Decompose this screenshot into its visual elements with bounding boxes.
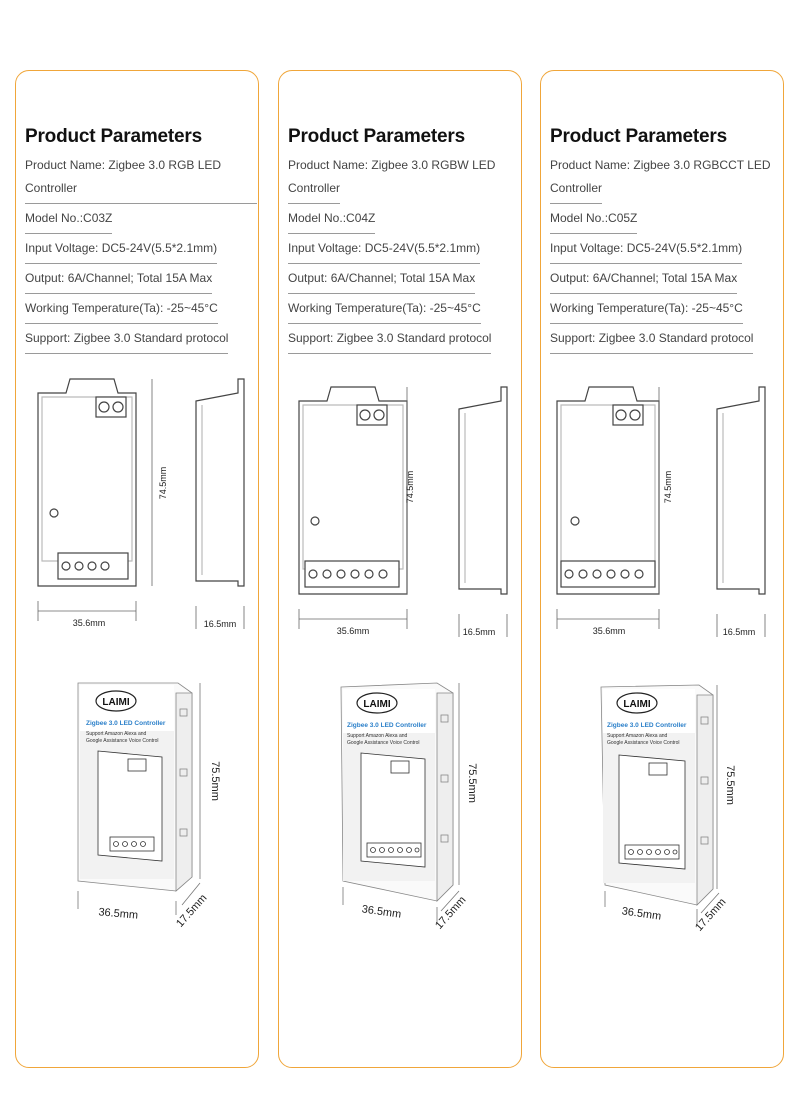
box-height-label: 75.5mm	[466, 763, 478, 803]
param-working-temperature: Working Temperature(Ta): -25~45°C	[288, 297, 481, 324]
param-output: Output: 6A/Channel; Total 15A Max	[25, 267, 213, 294]
param-product-name-cont: Controller	[550, 177, 603, 204]
param-model: Model No.:C03Z	[25, 207, 113, 234]
product-card-c05z: Product Parameters Product Name: Zigbee …	[540, 70, 784, 1068]
param-model: Model No.:C04Z	[288, 207, 376, 234]
box-width-label: 36.5mm	[98, 906, 139, 921]
box-depth-label: 17.5mm	[174, 892, 210, 930]
param-working-temperature: Working Temperature(Ta): -25~45°C	[25, 297, 218, 324]
dimension-drawing: 35.6mm 74.5mm 16.5mm	[556, 386, 766, 637]
param-product-name: Product Name: Zigbee 3.0 RGBCCT LED	[550, 158, 771, 172]
param-product-name: Product Name: Zigbee 3.0 RGB LED Control…	[25, 154, 257, 204]
width-label: 35.6mm	[593, 626, 626, 636]
side-view	[458, 386, 508, 595]
device-image	[97, 750, 163, 862]
side-view	[716, 386, 766, 595]
package-box: LAIMI Zigbee 3.0 LED Controller Support …	[77, 682, 221, 930]
box-line-1: Support Amazon Alexa and	[607, 733, 668, 739]
front-view	[298, 386, 408, 595]
card-title: Product Parameters	[288, 126, 465, 147]
device-image	[360, 752, 426, 868]
height-label: 74.5mm	[405, 471, 415, 504]
box-width-label: 36.5mm	[361, 903, 402, 920]
device-image	[618, 754, 686, 870]
box-height-label: 75.5mm	[724, 765, 736, 805]
width-label: 35.6mm	[337, 626, 370, 636]
card-title: Product Parameters	[550, 126, 727, 147]
box-line-2: Google Assistance Voice Control	[86, 738, 159, 744]
height-label: 74.5mm	[663, 471, 673, 504]
parameter-list: Product Name: Zigbee 3.0 RGBCCT LED Cont…	[550, 154, 782, 357]
param-output: Output: 6A/Channel; Total 15A Max	[550, 267, 738, 294]
package-box: LAIMI Zigbee 3.0 LED Controller Support …	[600, 684, 736, 934]
parameter-list: Product Name: Zigbee 3.0 RGB LED Control…	[25, 154, 257, 357]
package-box: LAIMI Zigbee 3.0 LED Controller Support …	[340, 682, 478, 932]
width-label: 35.6mm	[73, 618, 106, 628]
param-input-voltage: Input Voltage: DC5-24V(5.5*2.1mm)	[550, 237, 743, 264]
depth-label: 16.5mm	[463, 627, 496, 637]
box-line-2: Google Assistance Voice Control	[347, 740, 420, 746]
box-line-1: Support Amazon Alexa and	[347, 733, 408, 739]
box-heading: Zigbee 3.0 LED Controller	[607, 722, 687, 729]
depth-label: 16.5mm	[204, 619, 237, 629]
box-heading: Zigbee 3.0 LED Controller	[347, 722, 427, 729]
product-card-c03z: Product Parameters Product Name: Zigbee …	[15, 70, 259, 1068]
product-card-c04z: Product Parameters Product Name: Zigbee …	[278, 70, 522, 1068]
param-input-voltage: Input Voltage: DC5-24V(5.5*2.1mm)	[288, 237, 481, 264]
box-line-2: Google Assistance Voice Control	[607, 740, 680, 746]
parameter-list: Product Name: Zigbee 3.0 RGBW LED Contro…	[288, 154, 520, 357]
box-height-label: 75.5mm	[209, 761, 221, 801]
height-label: 74.5mm	[158, 467, 168, 500]
param-support: Support: Zigbee 3.0 Standard protocol	[25, 327, 229, 354]
param-product-name-cont: Controller	[288, 177, 341, 204]
param-output: Output: 6A/Channel; Total 15A Max	[288, 267, 476, 294]
front-view	[37, 378, 137, 587]
dimension-drawing: 35.6mm 74.5mm 16.5mm	[37, 378, 245, 629]
brand-logo: LAIMI	[102, 697, 129, 708]
param-model: Model No.:C05Z	[550, 207, 638, 234]
side-view	[195, 378, 245, 587]
param-input-voltage: Input Voltage: DC5-24V(5.5*2.1mm)	[25, 237, 218, 264]
param-support: Support: Zigbee 3.0 Standard protocol	[288, 327, 492, 354]
param-product-name: Product Name: Zigbee 3.0 RGBW LED	[288, 158, 496, 172]
param-support: Support: Zigbee 3.0 Standard protocol	[550, 327, 754, 354]
depth-label: 16.5mm	[723, 627, 756, 637]
box-line-1: Support Amazon Alexa and	[86, 731, 147, 737]
brand-logo: LAIMI	[623, 699, 650, 710]
card-title: Product Parameters	[25, 126, 202, 147]
param-working-temperature: Working Temperature(Ta): -25~45°C	[550, 297, 743, 324]
front-view	[556, 386, 660, 595]
brand-logo: LAIMI	[363, 699, 390, 710]
box-width-label: 36.5mm	[621, 905, 662, 922]
box-heading: Zigbee 3.0 LED Controller	[86, 720, 166, 727]
dimension-drawing: 35.6mm 74.5mm 16.5mm	[298, 386, 508, 637]
